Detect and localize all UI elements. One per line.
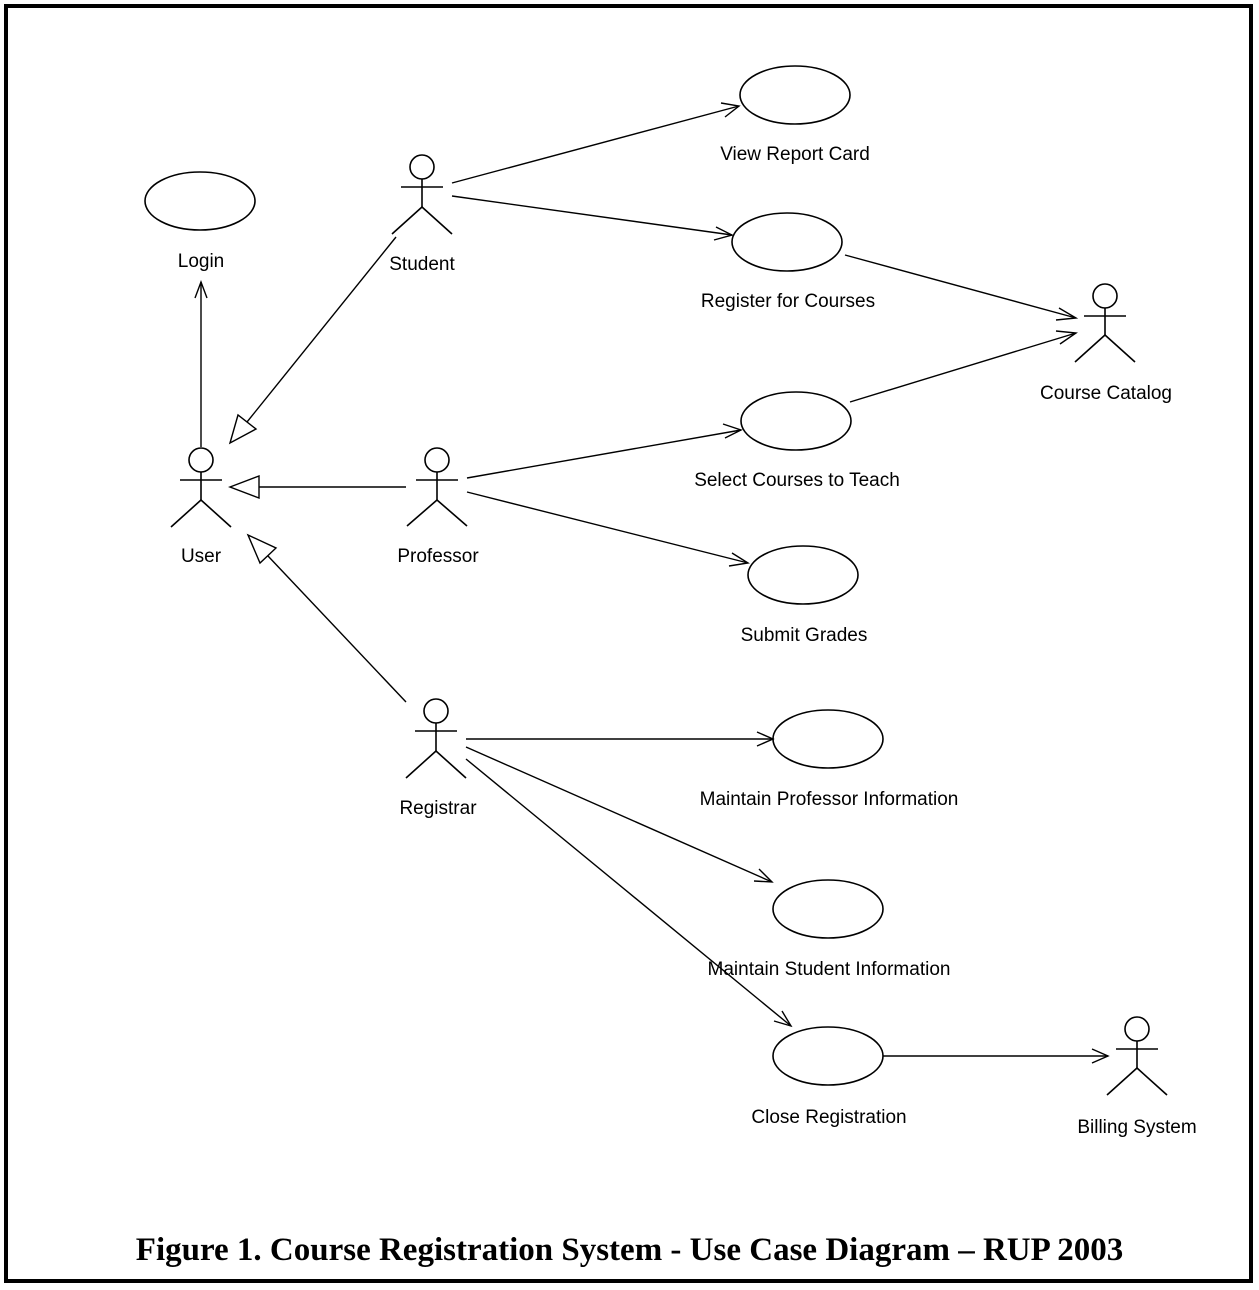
arrowhead-icon <box>720 102 741 118</box>
arrowhead-icon <box>722 423 743 439</box>
use-case-ellipse <box>772 879 884 939</box>
triangle-arrowhead-icon <box>246 533 278 565</box>
use-case-ellipse <box>731 212 843 272</box>
use-case-maintain-student-information: Maintain Student Information <box>708 879 951 980</box>
figure-frame <box>4 4 1253 1283</box>
actor-figure-icon <box>170 447 232 528</box>
association-select-courses-course-catalog <box>849 330 1078 403</box>
use-case-view-report-card: View Report Card <box>720 65 870 165</box>
actor-label: User <box>181 546 222 567</box>
actor-label: Billing System <box>1077 1117 1196 1138</box>
use-case-ellipse <box>747 545 859 605</box>
use-case-label: Submit Grades <box>741 625 868 646</box>
actor-figure-icon <box>391 154 453 235</box>
figure-caption: Figure 1. Course Registration System - U… <box>135 1232 1124 1268</box>
association-register-for-courses-course-catalog <box>844 254 1079 321</box>
use-case-register-for-courses: Register for Courses <box>701 212 875 312</box>
association-registrar-maintain-student-information <box>465 746 774 883</box>
actor-registrar: Registrar <box>399 698 477 819</box>
arrowhead-icon <box>728 552 750 567</box>
actor-figure-icon <box>406 447 468 527</box>
association-professor-select-courses-to-teach <box>466 423 743 479</box>
use-case-ellipse <box>772 709 884 769</box>
actor-user: User <box>170 447 232 567</box>
use-case-label: Login <box>178 251 225 272</box>
use-case-label: View Report Card <box>720 144 870 165</box>
use-case-maintain-professor-information: Maintain Professor Information <box>700 709 959 810</box>
use-case-label: Maintain Student Information <box>708 959 951 980</box>
use-case-select-courses-to-teach: Select Courses to Teach <box>694 391 900 491</box>
actor-label: Professor <box>397 546 479 567</box>
use-case-login: Login <box>144 171 256 272</box>
actor-figure-icon <box>405 698 467 779</box>
association-professor-submit-grades <box>466 491 750 567</box>
arrowhead-icon <box>713 226 734 241</box>
triangle-arrowhead-icon <box>228 474 260 500</box>
use-case-close-registration: Close Registration <box>751 1026 907 1128</box>
association-student-view-report-card <box>451 102 741 184</box>
arrowhead-icon <box>773 1010 793 1028</box>
actor-student: Student <box>389 154 455 275</box>
actor-label: Course Catalog <box>1040 383 1172 404</box>
use-case-ellipse <box>740 391 852 451</box>
arrowhead-icon <box>753 868 774 883</box>
use-case-ellipse <box>739 65 851 125</box>
generalization-professor-user <box>228 474 406 500</box>
generalization-student-user <box>228 236 397 445</box>
use-case-ellipse <box>772 1026 884 1086</box>
association-close-registration-billing-system <box>883 1048 1110 1064</box>
actor-course-catalog: Course Catalog <box>1040 283 1172 404</box>
actor-figure-icon <box>1106 1016 1168 1096</box>
use-case-label: Maintain Professor Information <box>700 789 959 810</box>
use-case-submit-grades: Submit Grades <box>741 545 868 646</box>
actor-figure-icon <box>1074 283 1136 363</box>
actor-label: Registrar <box>399 798 477 819</box>
arrowhead-icon <box>1055 307 1079 321</box>
association-user-login <box>194 280 208 447</box>
association-registrar-maintain-professor-information <box>466 731 775 747</box>
generalization-registrar-user <box>246 533 407 703</box>
actor-professor: Professor <box>397 447 479 567</box>
actor-label: Student <box>389 254 455 275</box>
association-student-register-for-courses <box>451 195 734 241</box>
use-case-ellipse <box>144 171 256 231</box>
arrowhead-icon <box>194 280 208 299</box>
use-case-label: Register for Courses <box>701 291 875 312</box>
use-case-label: Select Courses to Teach <box>694 470 900 491</box>
association-registrar-close-registration <box>465 758 793 1028</box>
triangle-arrowhead-icon <box>228 413 258 445</box>
arrowhead-icon <box>1091 1048 1110 1064</box>
arrowhead-icon <box>756 731 775 747</box>
use-case-label: Close Registration <box>751 1107 906 1128</box>
actor-billing-system: Billing System <box>1077 1016 1197 1138</box>
arrowhead-icon <box>1055 330 1078 345</box>
